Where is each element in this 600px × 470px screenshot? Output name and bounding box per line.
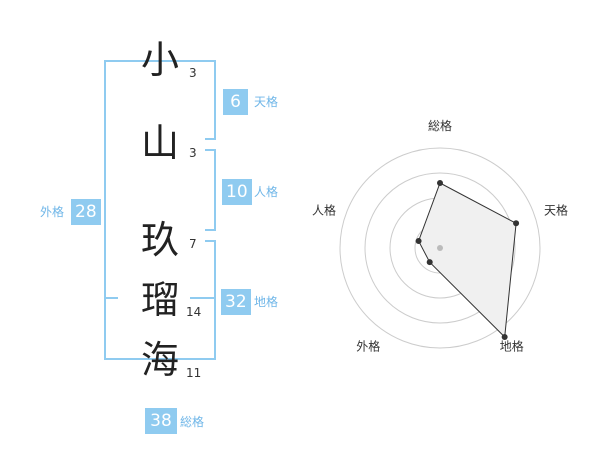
gaikaku-badge: 28 bbox=[71, 199, 101, 225]
tenkaku-label: 天格 bbox=[254, 95, 279, 109]
radar-ring-4 bbox=[339, 147, 541, 349]
soukaku-badge: 38 bbox=[145, 408, 177, 434]
radar-center bbox=[437, 245, 443, 251]
radar-area bbox=[418, 182, 517, 339]
jinkaku-badge: 10 bbox=[222, 179, 252, 205]
chikaku-split-line bbox=[190, 297, 216, 299]
gaikaku-bracket bbox=[104, 60, 214, 360]
gaikaku-split-line bbox=[104, 297, 118, 299]
name-char-4: 瑠 bbox=[140, 278, 179, 322]
gaikaku-label: 外格 bbox=[40, 205, 65, 219]
radar-point-4 bbox=[426, 259, 433, 266]
soukaku-label: 総格 bbox=[180, 415, 205, 429]
radar-point-5 bbox=[415, 238, 422, 245]
radar-axis-label-2: 天格 bbox=[544, 202, 568, 217]
radar-ring-3 bbox=[364, 172, 516, 324]
name-char-2: 山 bbox=[140, 121, 179, 165]
radar-ring-1 bbox=[414, 222, 466, 274]
jinkaku-bracket bbox=[205, 149, 216, 231]
radar-axis-label-1: 総格 bbox=[428, 118, 452, 133]
name-char-5: 海 bbox=[140, 338, 179, 382]
chikaku-badge: 32 bbox=[221, 289, 251, 315]
radar-axis-label-4: 外格 bbox=[356, 339, 380, 354]
radar-point-3 bbox=[501, 333, 508, 340]
radar-axis-label-5: 人格 bbox=[312, 202, 336, 217]
radar-ring-2 bbox=[389, 197, 491, 299]
stroke-count-4: 14 bbox=[186, 305, 202, 319]
stroke-count-1: 3 bbox=[189, 66, 197, 80]
radar-point-1 bbox=[437, 180, 443, 186]
stroke-count-5: 11 bbox=[186, 366, 202, 380]
tenkaku-badge: 6 bbox=[223, 89, 248, 115]
radar-point-2 bbox=[513, 220, 520, 227]
name-char-3: 玖 bbox=[140, 218, 179, 262]
tenkaku-bracket bbox=[205, 60, 216, 140]
chikaku-bracket bbox=[205, 240, 216, 360]
chikaku-label: 地格 bbox=[254, 295, 279, 309]
radar-axis-label-3: 地格 bbox=[500, 339, 524, 354]
stroke-count-2: 3 bbox=[189, 146, 197, 160]
jinkaku-label: 人格 bbox=[254, 185, 279, 199]
name-char-1: 小 bbox=[140, 38, 179, 82]
stroke-count-3: 7 bbox=[189, 237, 197, 251]
